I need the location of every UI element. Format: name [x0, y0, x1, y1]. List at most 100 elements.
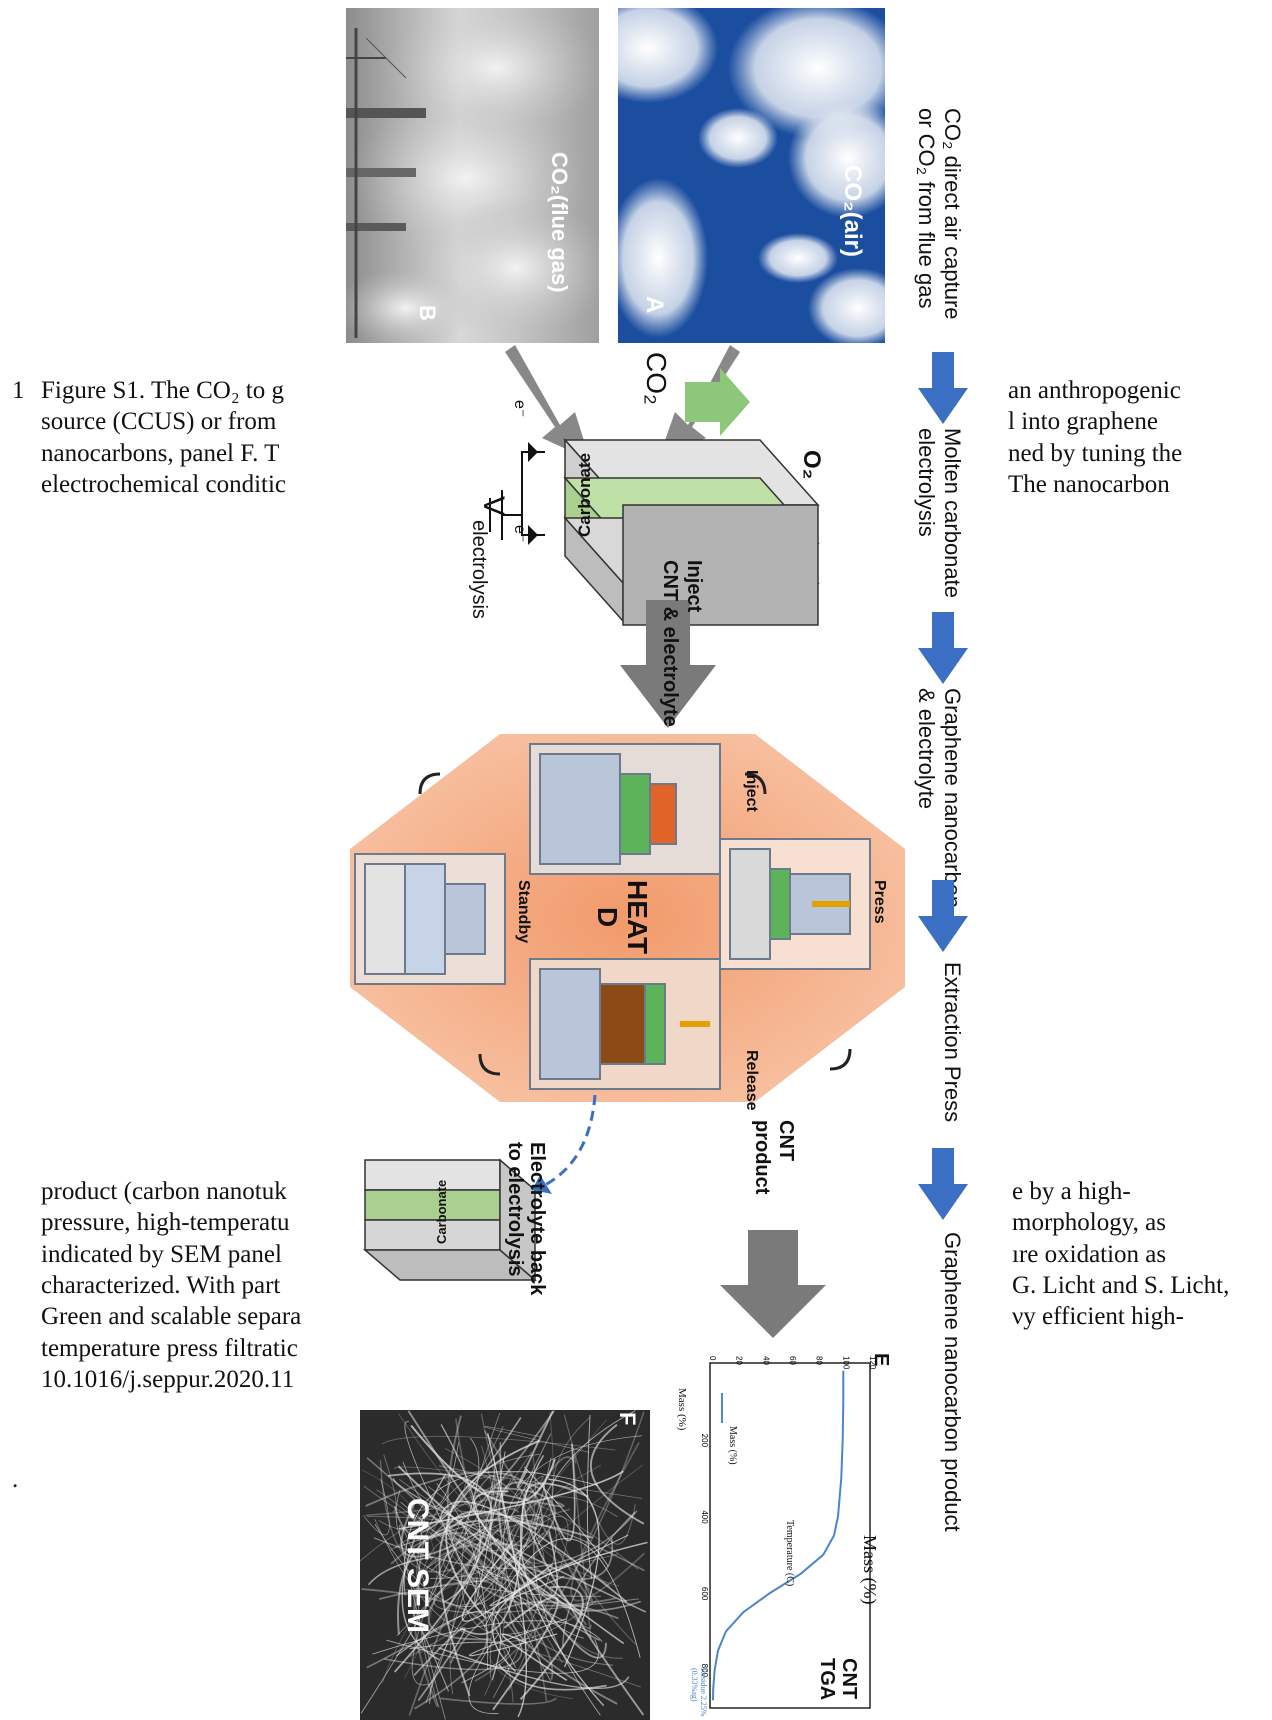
co2-arrow-from-flue-icon: [505, 345, 590, 460]
caption-bottom-left-1: product (carbon nanotuk: [41, 1178, 287, 1205]
cnt-product-label: CNT product: [750, 1120, 798, 1194]
caption-bottom-right-4: G. Licht and S. Licht,: [1012, 1272, 1230, 1299]
caption-top-left-3: nanocarbons, panel F. T: [41, 440, 280, 467]
panel-f-letter: F: [615, 1412, 640, 1426]
flow-arrow-1-icon: [918, 352, 968, 424]
cnt-product-line-1: CNT: [775, 1120, 797, 1162]
co2-label: CO₂: [641, 352, 672, 405]
step-2-line-1: Molten carbonate: [940, 428, 965, 598]
panel-f-label: CNT SEM: [401, 1498, 434, 1633]
press-unit-release-icon: [529, 958, 721, 1090]
tga-mass-line: [712, 1370, 845, 1701]
tga-y-tick-label: 40: [761, 1356, 770, 1365]
tga-title: CNT TGA: [816, 1658, 860, 1700]
step-2-line-2: electrolysis: [914, 428, 939, 537]
caption-bottom-left-2: pressure, high-temperatu: [41, 1209, 290, 1236]
caption-top-right-1: an anthropogenic: [1008, 377, 1181, 404]
caption-trailing-dot: .: [12, 1466, 19, 1493]
tga-x-tick-label: 800: [700, 1664, 709, 1678]
panel-c-electrolysis-cell: [489, 345, 820, 626]
flow-arrow-4-icon: [918, 1148, 968, 1220]
clouds-illustration: [618, 8, 885, 343]
panel-a-label: CO₂(air): [839, 165, 866, 258]
release-step-label: Release: [743, 1050, 760, 1111]
electrolysis-label: electrolysis: [468, 520, 490, 619]
inject-step-label: Inject: [743, 770, 760, 812]
electrolyte-back-line-2: to electrolysis: [504, 1142, 526, 1277]
caption-bottom-right-3: ıre oxidation as: [1012, 1241, 1167, 1268]
tga-residue-label: Residue 2.25% (0.33%ag): [690, 1668, 708, 1716]
cycle-arrow-2-icon: [829, 1048, 852, 1071]
step-3-line-2: & electrolyte: [914, 688, 939, 810]
step-2-label: Molten carbonate electrolysis: [913, 428, 965, 598]
inject-label-line-1: Inject: [683, 560, 705, 613]
carbonate-small-label: Carbonate: [434, 1179, 449, 1244]
panel-b-letter: B: [415, 305, 440, 321]
step-3-label: Graphene nanocarbon & electrolyte: [913, 688, 965, 908]
panel-d-heat-octagon: [350, 734, 905, 1102]
tga-legend-label: Mass (%): [727, 1426, 738, 1465]
tga-title-line-2: TGA: [816, 1658, 838, 1701]
heat-word: HEAT: [622, 880, 653, 955]
press-unit-press-icon: [719, 838, 871, 970]
step-1-line-1: CO₂ direct air capture: [940, 108, 965, 320]
heat-label: HEAT D: [592, 880, 653, 955]
panel-a-air-photo: [618, 8, 885, 343]
caption-bottom-left-7: 10.1016/j.seppur.2020.11: [41, 1366, 295, 1393]
press-step-label: Press: [871, 880, 888, 924]
caption-bottom-right-5: νy efficient high-: [1012, 1303, 1184, 1330]
tga-ylabel: Mass (%): [676, 1388, 688, 1431]
inject-label: Inject CNT & electrolyte: [658, 560, 706, 727]
caption-top-right-4: The nanocarbon: [1008, 471, 1170, 498]
cnt-product-line-2: product: [751, 1120, 773, 1195]
caption-bottom-left-6: temperature press filtratic: [41, 1335, 298, 1362]
tga-x-tick-label: 400: [700, 1510, 709, 1524]
caption-bottom-left-3: indicated by SEM panel: [41, 1241, 282, 1268]
step-1-label: CO₂ direct air capture or CO₂ from flue …: [913, 108, 965, 320]
tga-x-ticks: 200 400 600 800: [700, 1434, 709, 1678]
tga-xlabel: Temperature (C): [784, 1520, 795, 1587]
standby-step-label: Standby: [515, 880, 532, 944]
electrolyte-back-line-1: Electrolyte back: [526, 1142, 548, 1296]
electron-left-label: e⁻: [511, 400, 528, 418]
tga-y-tick-label: 100: [841, 1356, 850, 1370]
inject-label-line-2: CNT & electrolyte: [659, 560, 681, 727]
tga-inner-title: Mass (%): [860, 1535, 880, 1605]
caption-bottom-right-1: e by a high-: [1012, 1178, 1131, 1205]
caption-top-left-1: Figure S1. The CO₂ to g: [41, 377, 284, 404]
tga-y-tick-label: 0: [708, 1356, 717, 1361]
cycle-arrow-4-icon: [418, 772, 441, 795]
co2-arrow-from-air-icon: [658, 345, 740, 460]
tga-y-tick-label: 20: [735, 1356, 744, 1365]
flue-gas-illustration: [346, 8, 599, 343]
inject-arrow-icon: [620, 600, 716, 728]
step-3-line-1: Graphene nanocarbon: [940, 688, 965, 909]
voltage-label: V: [477, 496, 510, 517]
caption-line-number: 1: [12, 377, 25, 404]
o2-arrow-icon: [685, 368, 750, 436]
electrolyte-back-block: [362, 1158, 538, 1282]
tga-x-tick-label: 600: [700, 1587, 709, 1601]
tga-residue-line-2: (0.33%ag): [690, 1668, 699, 1702]
panel-a-letter: A: [641, 296, 668, 314]
panel-b-label: CO₂(flue gas): [547, 152, 572, 293]
panel-c-letter: C: [600, 420, 625, 436]
cycle-arrow-1-icon: [744, 772, 767, 795]
step-1-line-2: or CO₂ from flue gas: [914, 108, 939, 309]
caption-top-left-4: electrochemical conditic: [41, 471, 287, 498]
electrolyte-back-label: Electrolyte back to electrolysis: [504, 1142, 548, 1295]
step-4-label: Extraction Press: [940, 962, 965, 1123]
panel-e-letter: E: [870, 1353, 892, 1367]
panel-d-letter: D: [592, 906, 623, 928]
tga-x-tick-label: 200: [700, 1434, 709, 1448]
tga-residue-line-1: Residue 2.25%: [699, 1668, 708, 1717]
o2-label: O₂: [798, 450, 825, 480]
step-5-label: Graphene nanocarbon product: [940, 1232, 965, 1532]
press-unit-inject-icon: [529, 743, 721, 875]
sem-fibers-illustration: [360, 1410, 648, 1720]
tga-plot-frame: [709, 1362, 871, 1709]
caption-bottom-right-2: morphology, as: [1012, 1209, 1166, 1236]
flow-arrow-2-icon: [918, 612, 968, 684]
